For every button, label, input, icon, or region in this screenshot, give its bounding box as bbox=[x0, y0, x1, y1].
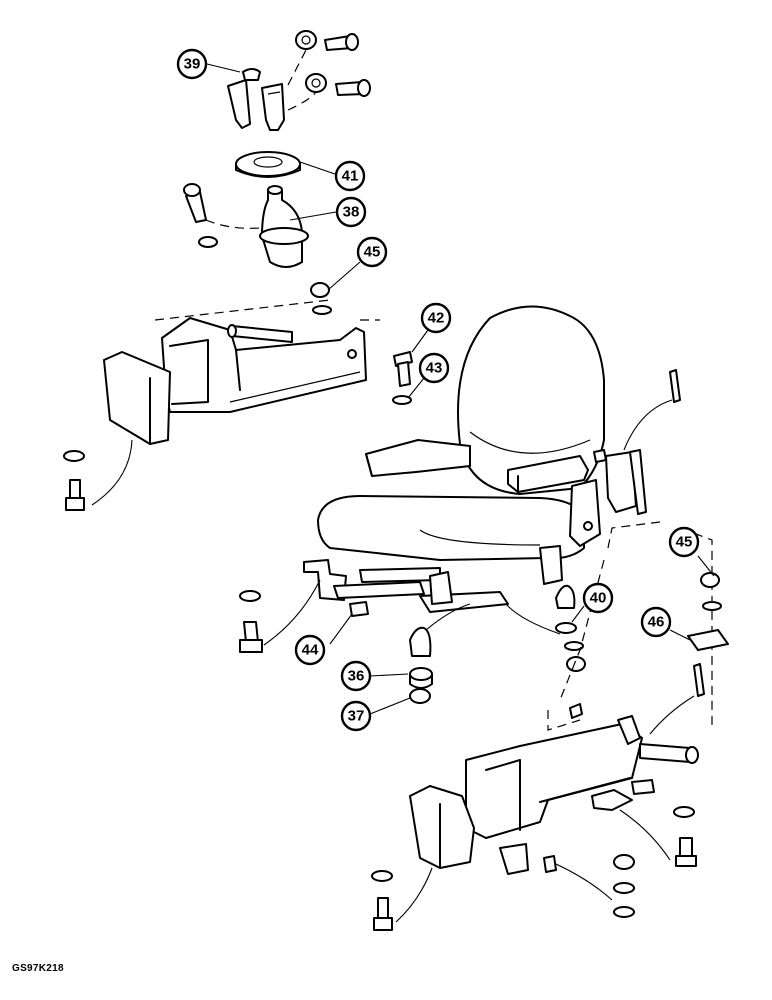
bolt-washer-group bbox=[392, 351, 413, 405]
seat-mount-hardware bbox=[239, 579, 586, 704]
callout-40-label: 40 bbox=[590, 590, 607, 607]
callout-45-top: 45 bbox=[356, 236, 388, 268]
joystick-hardware-group bbox=[183, 30, 371, 315]
callout-39-label: 39 bbox=[184, 56, 201, 73]
callout-38-label: 38 bbox=[343, 204, 360, 221]
callout-45-top-label: 45 bbox=[364, 244, 381, 261]
callout-46-label: 46 bbox=[648, 614, 665, 631]
callout-42-label: 42 bbox=[428, 310, 445, 327]
callout-44: 44 bbox=[294, 634, 326, 666]
right-console-group bbox=[371, 559, 699, 931]
callout-43: 43 bbox=[418, 352, 450, 384]
callout-36-label: 36 bbox=[348, 668, 365, 685]
callout-45-right-label: 45 bbox=[676, 534, 693, 551]
callout-41-label: 41 bbox=[342, 168, 359, 185]
callout-45-right: 45 bbox=[668, 526, 700, 558]
operator-seat bbox=[303, 305, 681, 613]
left-console-group bbox=[63, 299, 380, 511]
callout-40: 40 bbox=[582, 582, 614, 614]
callout-39: 39 bbox=[176, 48, 208, 80]
callout-36: 36 bbox=[340, 660, 372, 692]
callout-41: 41 bbox=[334, 160, 366, 192]
callout-37: 37 bbox=[340, 700, 372, 732]
callout-leaders bbox=[206, 63, 715, 715]
right-hardware bbox=[607, 521, 729, 735]
callout-37-label: 37 bbox=[348, 708, 365, 725]
drawing-reference-code: GS97K218 bbox=[12, 963, 64, 974]
callout-43-label: 43 bbox=[426, 360, 443, 377]
callout-38: 38 bbox=[335, 196, 367, 228]
callout-46: 46 bbox=[640, 606, 672, 638]
callout-44-label: 44 bbox=[302, 642, 319, 659]
callout-42: 42 bbox=[420, 302, 452, 334]
